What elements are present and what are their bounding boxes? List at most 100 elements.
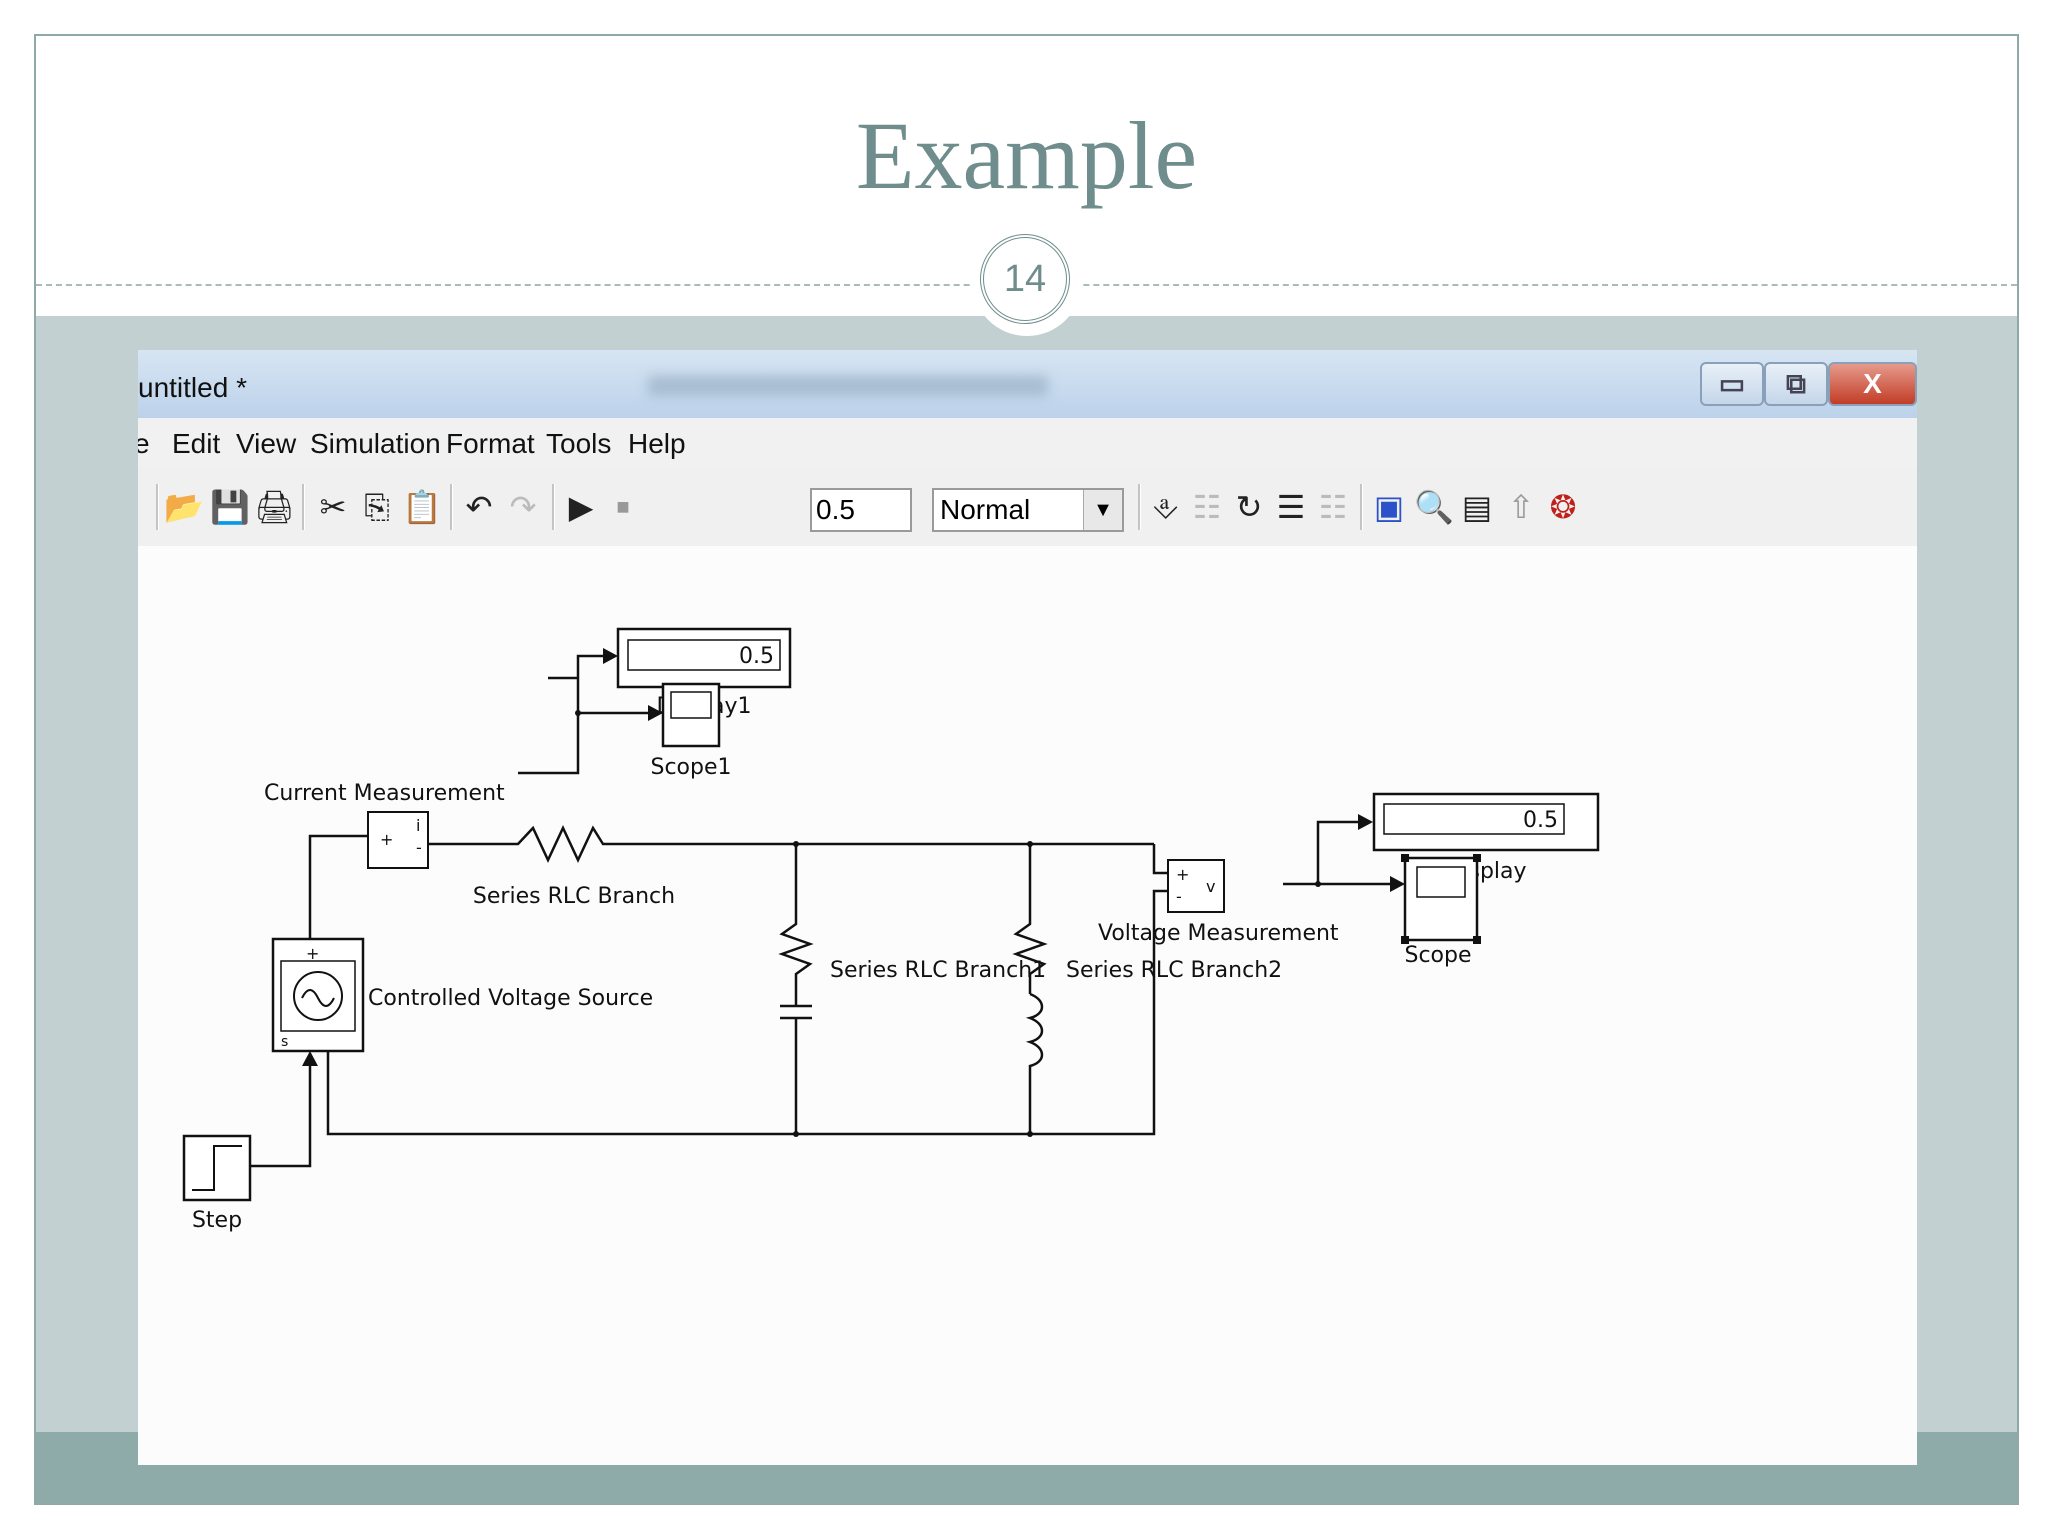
grid-icon[interactable]: ☷ [1318,489,1348,525]
power-lines [250,825,1168,1168]
library-browser-icon[interactable]: ▣ [1373,489,1405,525]
current-i: i [416,816,420,835]
voltage-plus: + [1176,865,1189,884]
wire-step-to-source [250,1066,312,1168]
refresh-icon[interactable]: ↻ [1235,489,1263,525]
stop-icon[interactable]: ■ [616,494,630,519]
toolbar-separator [1138,484,1141,530]
undo-icon[interactable]: ↶ [465,489,493,525]
wire-source-to-current [308,834,368,939]
display-block[interactable]: 0.5 Display [1372,792,1600,884]
display-field [1383,803,1565,835]
print-icon[interactable]: 🖨 [254,489,295,525]
menu-edit[interactable]: Edit [172,428,221,459]
play-icon[interactable]: ▶ [568,489,594,525]
redo-icon[interactable]: ↷ [509,489,537,525]
current-measurement-frame [367,811,429,869]
voltage-measurement-block[interactable]: + - v Voltage Measurement [1098,859,1339,946]
window-title: untitled * [138,372,247,403]
source-s: s [281,1034,288,1050]
arrow-scope [1390,876,1405,892]
save-icon[interactable]: 💾 [210,489,250,525]
current-minus: - [416,838,422,857]
stop-time-input[interactable]: 0.5 [810,488,912,532]
voltage-source-block[interactable]: + s Controlled Voltage Source [271,937,653,1053]
toolbar-separator [552,484,555,530]
rlc1-capacitor [780,1004,812,1020]
arrow-display1 [603,648,618,664]
wire-junction [518,753,580,775]
current-plus: + [380,830,393,849]
wire-rlc-resistor [478,825,1154,863]
chevron-down-icon[interactable]: ▼ [1083,490,1122,530]
junction [1027,1131,1033,1137]
selection-handle [1473,936,1481,944]
toolbar-separator [1360,484,1363,530]
toolbar-separator [302,484,305,530]
voltage-measurement-label: Voltage Measurement [1098,921,1339,946]
selection-handle [1473,854,1481,862]
scope-block[interactable]: Scope [1401,854,1481,968]
selection-handle [1401,936,1409,944]
model-canvas[interactable]: 0.5 Display1 Scope1 + i - Current Measur… [138,546,1917,1465]
current-measurement-label: Current Measurement [264,781,505,806]
voltage-v: v [1206,877,1215,896]
step-label: Step [192,1208,242,1233]
rlc-label: Series RLC Branch [473,884,675,909]
rlc1-label: Series RLC Branch1 [830,958,1046,983]
menu-help[interactable]: Help [628,428,686,459]
menu-file[interactable]: e [138,428,150,460]
menu-view[interactable]: View [236,428,297,459]
wire-ground-return [326,889,1168,1136]
scope1-label: Scope1 [650,755,731,780]
step-block[interactable]: Step [182,1134,252,1233]
step-icon [192,1145,242,1191]
junction [575,710,581,716]
toolbar-separator [156,484,159,530]
copy-icon[interactable]: ⎘ [364,489,390,525]
signal-lines [518,654,1390,886]
junction [1027,841,1033,847]
close-button[interactable]: X [1828,362,1917,406]
junction [1315,881,1321,887]
advisor-icon[interactable]: ❂ [1549,489,1577,525]
debugger-icon[interactable]: ▤ [1461,489,1493,525]
source-plus: + [306,944,319,963]
toolbar-separator [450,484,453,530]
simulation-mode-value: Normal [940,494,1031,525]
menu-tools[interactable]: Tools [546,428,612,459]
maximize-button[interactable]: ⧉ [1764,362,1828,406]
toolbar: 📂 💾 🖨 ✂ ⎘ 📋 ↶ ↷ ▶ ■ 0.5 Normal ▼ ⎀ ☷ ↻ ☰… [138,468,1917,548]
scope1-screen [670,691,712,719]
simulation-mode-select[interactable]: Normal ▼ [932,488,1124,532]
model-explorer-icon[interactable]: 🔍 [1414,489,1454,525]
background-window-title [648,376,1048,396]
wire-to-voltage-plus [1152,844,1168,875]
scope1-block[interactable]: Scope1 [650,682,732,780]
rlc2-inductor [1025,992,1044,1134]
block-diagram: 0.5 Display1 Scope1 + i - Current Measur… [182,627,1600,1233]
update-icon[interactable]: ☷ [1192,489,1222,525]
open-icon[interactable]: 📂 [164,489,204,525]
simulink-window: untitled * ▭ ⧉ X e Edit View Simulation … [138,350,1917,1465]
current-measurement-block[interactable]: + i - Current Measurement [264,781,505,869]
menu-format[interactable]: Format [446,428,535,459]
junction [793,1131,799,1137]
menu-simulation[interactable]: Simulation [310,428,441,459]
build-icon[interactable]: ⎀ [1152,489,1178,525]
up-arrow-icon[interactable]: ⇧ [1507,489,1535,525]
slide-title: Example [855,102,1198,209]
wire-current-to-display1 [548,654,603,753]
arrowheads [302,648,1405,1066]
cut-icon[interactable]: ✂ [319,489,347,525]
layers-icon[interactable]: ☰ [1276,489,1306,525]
arrow-display [1358,814,1373,830]
display1-value: 0.5 [739,644,774,669]
paste-icon[interactable]: 📋 [402,489,442,525]
display1-field [627,639,781,671]
minimize-button[interactable]: ▭ [1700,362,1764,406]
window-titlebar[interactable]: untitled * ▭ ⧉ X [138,350,1917,418]
rlc2-label: Series RLC Branch2 [1066,958,1282,983]
menu-bar: e Edit View Simulation Format Tools Help [138,418,1917,469]
arrow-scope1 [648,705,663,721]
